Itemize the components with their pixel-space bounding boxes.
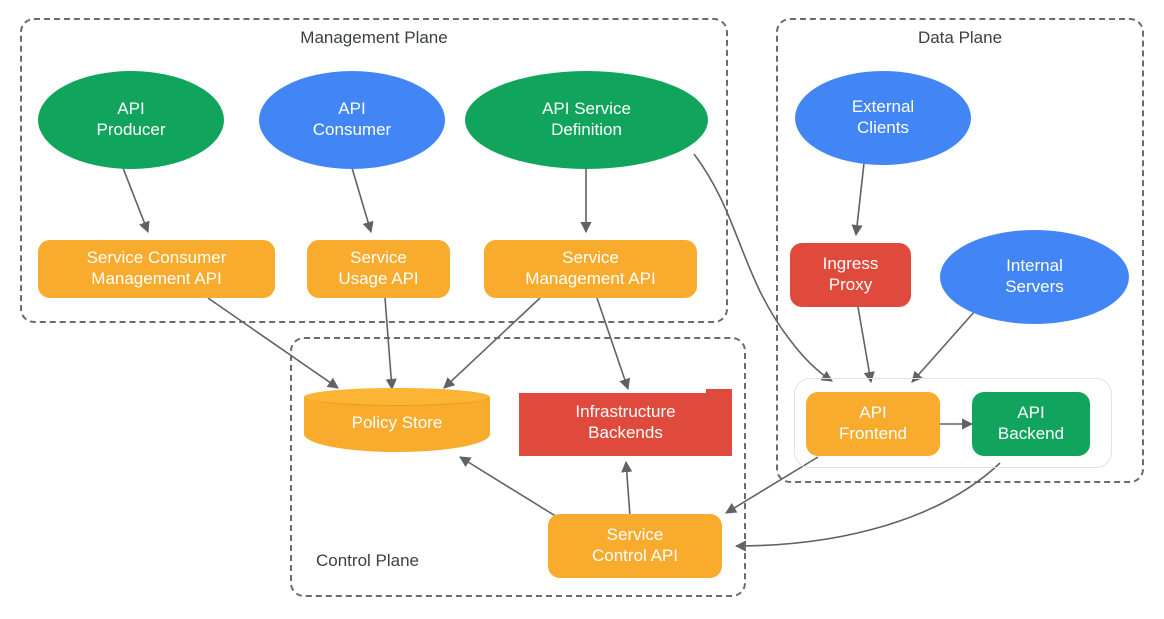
note-shape: [519, 389, 732, 456]
node-service-consumer-management-api[interactable]: Service Consumer Management API: [38, 240, 275, 298]
node-label-api-frontend: API Frontend: [838, 403, 908, 443]
node-label-service-consumer-management-api: Service Consumer Management API: [86, 248, 227, 288]
group-label-data-plane: Data Plane: [917, 28, 1003, 47]
group-data-plane: [776, 18, 1144, 483]
node-label-api-backend: API Backend: [997, 403, 1065, 443]
cylinder-top: [304, 388, 490, 406]
node-label-infrastructure-backends: Infrastructure Backends: [575, 401, 676, 442]
cylinder-body: [304, 397, 490, 452]
node-service-control-api[interactable]: Service Control API: [548, 514, 722, 578]
node-api-frontend[interactable]: API Frontend: [806, 392, 940, 456]
node-label-policy-store: Policy Store: [351, 412, 443, 432]
node-infrastructure-backends[interactable]: Infrastructure Backends: [519, 389, 732, 456]
node-policy-store[interactable]: Policy Store: [304, 388, 490, 452]
node-label-ingress-proxy: Ingress Proxy: [822, 254, 879, 294]
node-label-internal-servers: Internal Servers: [1005, 256, 1064, 296]
node-external-clients[interactable]: External Clients: [795, 71, 971, 165]
node-label-service-control-api: Service Control API: [592, 525, 678, 565]
group-control-plane: [290, 337, 746, 597]
node-api-consumer[interactable]: API Consumer: [259, 71, 445, 169]
node-label-api-service-definition: API Service Definition: [542, 99, 631, 139]
node-api-producer[interactable]: API Producer: [38, 71, 224, 169]
node-api-service-definition[interactable]: API Service Definition: [465, 71, 708, 169]
node-ingress-proxy[interactable]: Ingress Proxy: [790, 243, 911, 307]
node-label-service-management-api: Service Management API: [525, 248, 656, 288]
node-label-service-usage-api: Service Usage API: [338, 248, 419, 288]
node-internal-servers[interactable]: Internal Servers: [940, 230, 1129, 324]
node-label-api-producer: API Producer: [96, 99, 166, 139]
group-management-plane: [20, 18, 728, 323]
group-label-control-plane: Control Plane: [316, 551, 420, 570]
node-label-external-clients: External Clients: [851, 97, 915, 137]
group-api-gateway: [794, 378, 1112, 468]
node-api-backend[interactable]: API Backend: [972, 392, 1090, 456]
node-label-api-consumer: API Consumer: [312, 99, 392, 139]
group-label-management-plane: Management Plane: [300, 28, 448, 47]
node-service-management-api[interactable]: Service Management API: [484, 240, 697, 298]
node-service-usage-api[interactable]: Service Usage API: [307, 240, 450, 298]
